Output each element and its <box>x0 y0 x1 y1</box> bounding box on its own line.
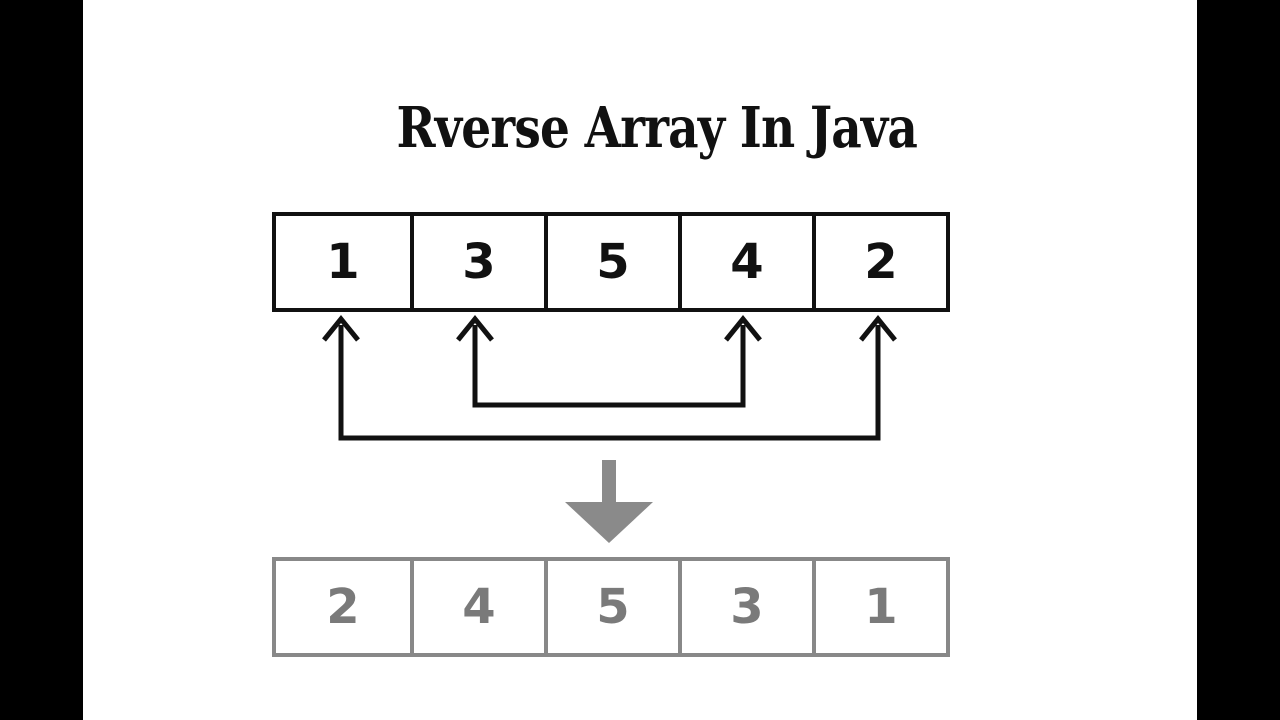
result-arrow-shaft <box>602 460 616 508</box>
original-array-cell: 5 <box>544 216 678 308</box>
reversed-array-cell: 3 <box>678 561 812 653</box>
reversed-array-cell: 4 <box>410 561 544 653</box>
original-array-cell: 3 <box>410 216 544 308</box>
original-array-cell: 2 <box>812 216 946 308</box>
diagram-title: Rverse Array In Java <box>396 95 918 161</box>
original-array-cell: 1 <box>326 234 360 290</box>
original-array-cell: 4 <box>678 216 812 308</box>
reversed-array: 2 4 5 3 1 <box>272 557 950 657</box>
reversed-array-cell: 1 <box>812 561 946 653</box>
reversed-array-cell: 5 <box>544 561 678 653</box>
outer-swap-connector <box>338 325 881 441</box>
original-array: 1 3 5 4 2 <box>272 212 950 312</box>
reversed-array-cell: 2 <box>326 579 360 635</box>
diagram-canvas: Rverse Array In Java 1 3 5 4 2 2 4 5 3 <box>83 0 1197 720</box>
inner-swap-connector <box>472 325 746 408</box>
inner-swap-left-arrowhead-icon <box>456 315 494 342</box>
outer-swap-right-arrowhead-icon <box>859 315 897 342</box>
outer-swap-left-arrowhead-icon <box>322 315 360 342</box>
inner-swap-right-arrowhead-icon <box>724 315 762 342</box>
down-arrow-icon <box>565 502 653 543</box>
